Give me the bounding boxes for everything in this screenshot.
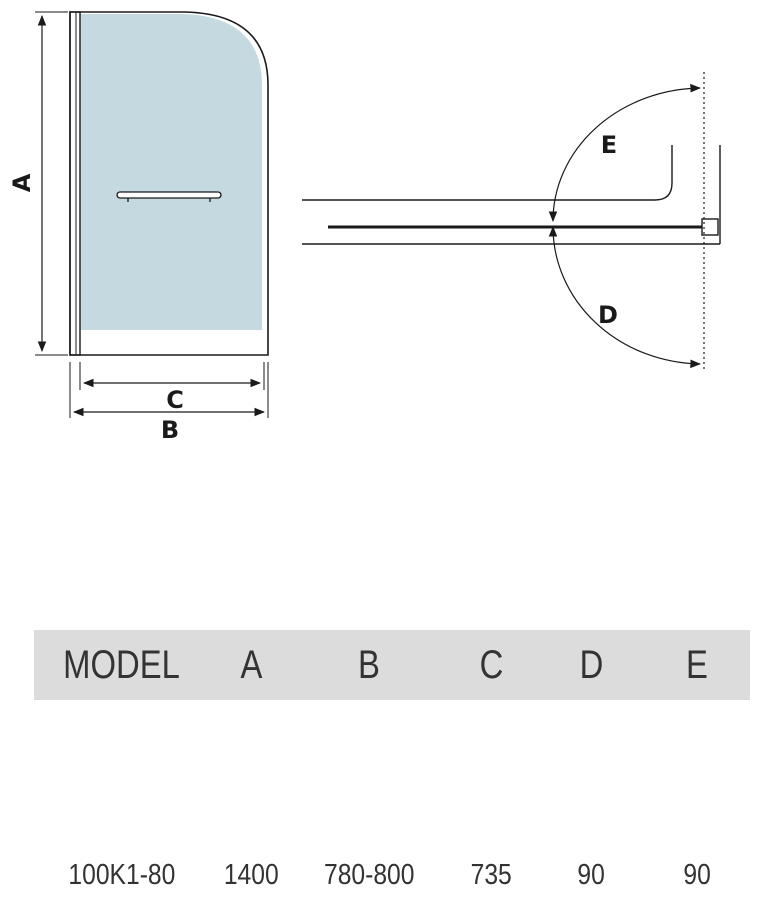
cell-model: 100K1-80 <box>68 859 175 891</box>
header-d: D <box>579 642 604 687</box>
wall-profile <box>69 11 81 356</box>
hinge <box>701 218 719 236</box>
glass-panel <box>80 14 262 330</box>
header-e: E <box>686 642 708 687</box>
technical-drawing: A C B E D <box>8 11 721 444</box>
label-c: C <box>166 386 184 414</box>
label-b: B <box>161 416 179 444</box>
front-view: A C B <box>8 11 269 444</box>
cell-d: 90 <box>577 859 606 891</box>
dimension-a: A <box>8 11 68 356</box>
cell-a: 1400 <box>224 859 279 891</box>
dimension-c: C <box>79 362 265 414</box>
cell-b: 780-800 <box>323 859 415 891</box>
header-model: MODEL <box>63 642 180 687</box>
header-a: A <box>240 642 263 687</box>
cell-e: 90 <box>683 859 711 891</box>
screen-outline <box>69 11 269 356</box>
dimension-b: B <box>69 362 269 444</box>
table-header-row: MODEL A B C D E <box>34 630 750 700</box>
swing-arc-d <box>548 225 702 369</box>
spec-table: MODEL A B C D E 100K1-80 1400 780-800 73… <box>34 630 750 900</box>
header-c: C <box>479 642 504 687</box>
label-a: A <box>8 173 36 192</box>
header-b: B <box>358 642 380 687</box>
top-view: E D <box>302 72 721 372</box>
towel-bar <box>116 191 222 202</box>
label-d: D <box>598 301 618 329</box>
label-e: E <box>601 131 617 159</box>
swing-arc-e <box>548 83 702 223</box>
cell-c: 735 <box>470 859 513 891</box>
table-row: 100K1-80 1400 780-800 735 90 90 <box>34 700 750 900</box>
